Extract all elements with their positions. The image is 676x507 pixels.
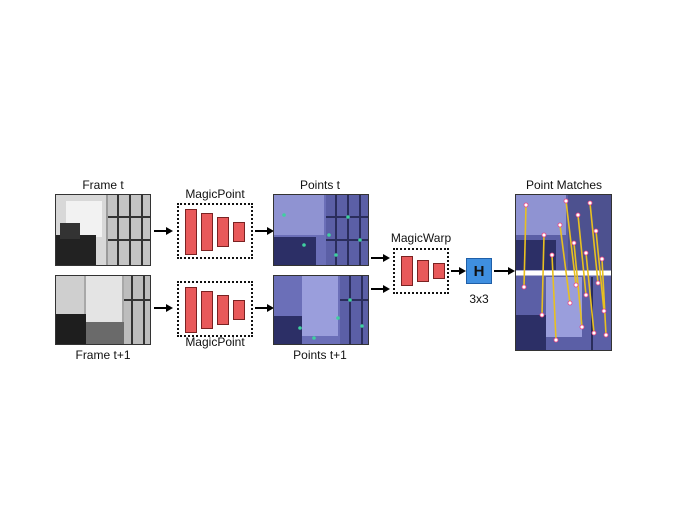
network-layer [401,256,413,286]
homography-symbol: H [474,263,485,280]
network-layer [185,209,197,255]
network-layer [201,291,213,329]
magicpoint-top-label: MagicPoint [185,187,244,201]
arrow-magicwarp-to-homography [451,266,467,276]
point-matches-image [515,194,612,351]
magicpoint-network-bottom [177,281,253,337]
frame-t1-label: Frame t+1 [75,348,130,362]
magicwarp-label: MagicWarp [391,231,451,245]
homography-box: H [466,258,492,284]
network-layer [417,260,429,282]
frame-t1-image [55,275,151,345]
network-layer [233,300,245,320]
points-t-image [273,194,369,266]
arrow-magicpoint-to-points-t [255,226,275,236]
network-layer [185,287,197,333]
magicpoint-network-top [177,203,253,259]
network-layer [201,213,213,251]
arrow-points-t-to-magicwarp [371,253,391,263]
homography-size-label: 3x3 [469,292,488,306]
arrow-homography-to-matches [494,266,516,276]
points-t1-image [273,275,369,345]
arrow-points-t1-to-magicwarp [371,284,391,294]
frame-t-label: Frame t [82,178,123,192]
points-t-label: Points t [300,178,340,192]
point-matches-label: Point Matches [526,178,602,192]
network-layer [233,222,245,242]
magicpoint-bottom-label: MagicPoint [185,335,244,349]
magicwarp-network [393,248,449,294]
network-layer [433,263,445,279]
network-layer [217,295,229,325]
frame-t-image [55,194,151,266]
arrow-frame-t1-to-magicpoint [154,303,174,313]
arrow-frame-t-to-magicpoint [154,226,174,236]
network-layer [217,217,229,247]
arrow-magicpoint-to-points-t1 [255,303,275,313]
points-t1-label: Points t+1 [293,348,347,362]
